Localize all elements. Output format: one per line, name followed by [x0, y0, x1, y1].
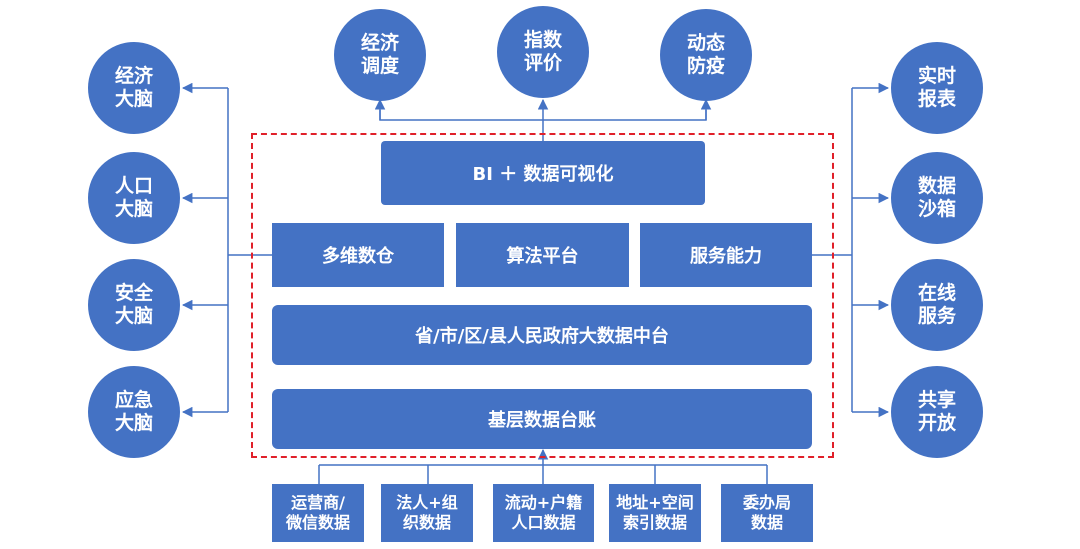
grassroots-ledger-box: 基层数据台账 — [272, 389, 812, 449]
node-index-evaluation: 指数 评价 — [497, 6, 589, 98]
node-economic-brain: 经济 大脑 — [88, 42, 180, 134]
source-address-spatial: 地址+空间 索引数据 — [609, 484, 701, 542]
algorithm-platform-box: 算法平台 — [456, 223, 629, 287]
source-legal-organization: 法人+组 织数据 — [381, 484, 473, 542]
node-sharing-opening: 共享 开放 — [891, 366, 983, 458]
node-online-services: 在线 服务 — [891, 259, 983, 351]
source-government-bureaus: 委办局 数据 — [721, 484, 813, 542]
node-data-sandbox: 数据 沙箱 — [891, 152, 983, 244]
node-population-brain: 人口 大脑 — [88, 152, 180, 244]
multidimensional-warehouse-box: 多维数仓 — [272, 223, 444, 287]
node-economic-dispatch: 经济 调度 — [334, 9, 426, 101]
platform-boundary — [251, 133, 834, 458]
node-realtime-reports: 实时 报表 — [891, 42, 983, 134]
node-emergency-brain: 应急 大脑 — [88, 366, 180, 458]
bi-visualization-box: BI ＋ 数据可视化 — [381, 141, 705, 205]
source-population: 流动+户籍 人口数据 — [493, 484, 594, 542]
government-data-center-box: 省/市/区/县人民政府大数据中台 — [272, 305, 812, 365]
node-security-brain: 安全 大脑 — [88, 259, 180, 351]
service-capability-box: 服务能力 — [640, 223, 812, 287]
node-dynamic-epidemic-prevention: 动态 防疫 — [660, 9, 752, 101]
source-operator-wechat: 运营商/ 微信数据 — [272, 484, 364, 542]
